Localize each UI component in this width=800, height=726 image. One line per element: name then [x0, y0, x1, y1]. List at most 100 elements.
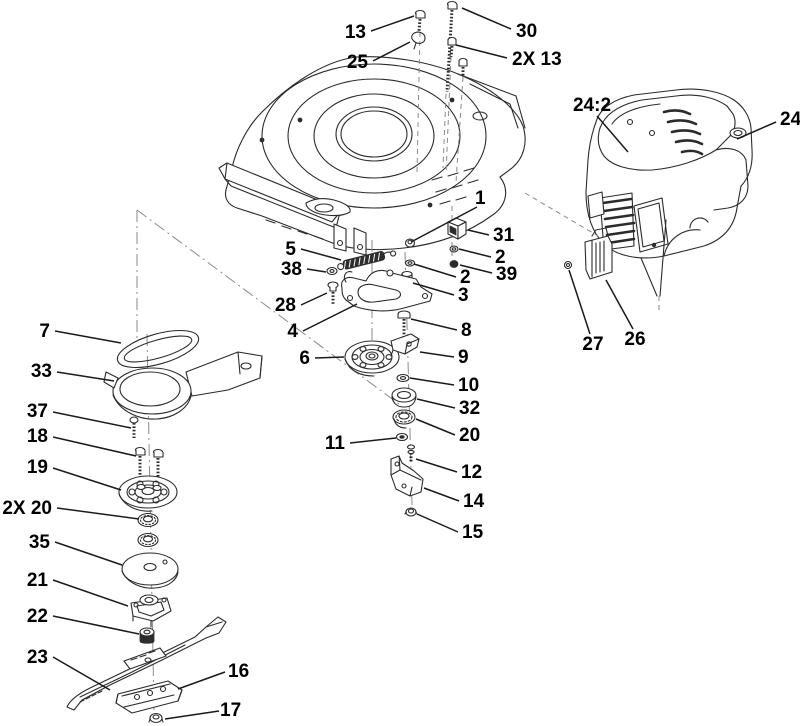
callout-38: 38	[281, 259, 302, 280]
leader-7	[54, 330, 122, 344]
callout-22: 22	[27, 606, 48, 627]
part-15-nut-drawing	[404, 507, 418, 517]
leader-32	[416, 398, 456, 409]
callout-37: 37	[27, 401, 48, 422]
leader-2-right	[458, 248, 492, 258]
callout-2x20: 2X 20	[2, 498, 52, 519]
part-20-bearing-drawing	[392, 409, 416, 429]
callout-10: 10	[458, 375, 479, 396]
callout-labels: 13 30 25 2X 13 24:2 24 1 31 2 39 2 3 5 3…	[2, 21, 800, 721]
part-21-blade-adapter-drawing	[130, 594, 172, 628]
callout-5: 5	[285, 239, 296, 260]
part-4-brake-bracket-drawing	[341, 269, 433, 312]
leader-35	[54, 541, 123, 566]
leader-12	[415, 458, 458, 473]
callout-9: 9	[458, 347, 469, 368]
leader-28	[300, 292, 328, 306]
part-26-bracket-drawing	[584, 227, 613, 280]
callout-21: 21	[27, 570, 49, 591]
leader-14	[423, 487, 460, 502]
leader-23	[52, 656, 111, 691]
leader-21	[52, 579, 129, 607]
leader-33	[56, 371, 115, 382]
callout-7: 7	[39, 321, 50, 342]
leader-37	[52, 411, 132, 429]
callout-16: 16	[228, 661, 249, 682]
leader-26	[605, 279, 634, 330]
callout-30: 30	[516, 21, 537, 42]
part-23-blade-drawing	[66, 616, 227, 711]
callout-leader-lines	[52, 7, 777, 720]
leader-1	[410, 206, 478, 243]
callout-24: 24	[780, 109, 800, 130]
leader-24	[736, 121, 777, 140]
leader-9	[419, 351, 455, 358]
leader-2x20	[56, 507, 140, 520]
part-12-pin-bolt-drawing	[406, 444, 416, 463]
callout-2x13: 2X 13	[512, 49, 562, 70]
part-6-idler-pulley-drawing	[344, 340, 400, 377]
callout-35: 35	[29, 532, 51, 553]
callout-13-top: 13	[345, 22, 366, 43]
callout-2-right: 2	[495, 247, 506, 268]
callout-19: 19	[27, 457, 48, 478]
callout-15: 15	[462, 522, 484, 543]
callout-27: 27	[582, 334, 603, 355]
part-7-belt-drawing	[116, 329, 200, 369]
leader-3	[412, 282, 455, 296]
leader-22	[52, 615, 140, 635]
part-17-bolt-drawing	[148, 712, 164, 724]
callout-14: 14	[463, 491, 485, 512]
part-14-guard-bracket-drawing	[390, 455, 424, 497]
part-2-washer-left-drawing	[404, 259, 416, 267]
callout-18: 18	[27, 426, 48, 447]
leader-31	[467, 229, 490, 236]
leader-13-top	[370, 15, 415, 32]
callout-2-left: 2	[460, 267, 471, 288]
callout-6: 6	[299, 348, 310, 369]
leader-6	[314, 356, 345, 359]
leader-24-2	[596, 115, 629, 153]
part-38-washer-bolt-drawing	[326, 266, 338, 276]
part-13-bolt-drawing	[414, 9, 426, 32]
part-35-disc-drawing	[121, 552, 179, 589]
leader-20	[415, 418, 456, 436]
callout-1: 1	[475, 188, 486, 209]
part-22-bushing-drawing	[139, 627, 155, 644]
callout-12: 12	[461, 462, 482, 483]
leader-39	[459, 264, 493, 274]
callout-28: 28	[275, 295, 296, 316]
part-31-block-drawing	[447, 217, 467, 240]
part-11-washer-drawing	[395, 432, 409, 442]
callout-26: 26	[624, 329, 645, 350]
callout-32: 32	[459, 398, 480, 419]
part-27-screw-drawing	[563, 260, 573, 270]
engine-drawing	[585, 88, 753, 310]
part-5-spring-drawing	[337, 250, 397, 271]
part-2x20-bearings-drawing	[137, 512, 159, 548]
leader-5	[300, 248, 342, 261]
callout-33: 33	[31, 361, 52, 382]
callout-17: 17	[220, 700, 241, 721]
part-2x13-bolts-drawing	[447, 36, 468, 77]
leader-15	[416, 513, 459, 533]
part-8-bolt-drawing	[397, 310, 411, 338]
callout-24-2: 24:2	[573, 95, 611, 116]
callout-11: 11	[325, 433, 346, 454]
callout-3: 3	[458, 285, 469, 306]
leader-27	[568, 269, 591, 335]
leader-11	[349, 437, 397, 444]
part-37-screw-drawing	[129, 416, 139, 438]
part-9-belt-guide-drawing	[390, 333, 420, 357]
mower-deck-drawing	[218, 56, 526, 256]
callout-25: 25	[347, 52, 369, 73]
part-28-bolt-drawing	[327, 281, 339, 305]
part-2-washer-right-drawing	[449, 245, 459, 253]
leader-19	[52, 467, 122, 491]
leader-38	[306, 268, 327, 273]
leader-8	[410, 318, 458, 331]
callout-8: 8	[461, 320, 472, 341]
leader-10	[409, 377, 455, 386]
